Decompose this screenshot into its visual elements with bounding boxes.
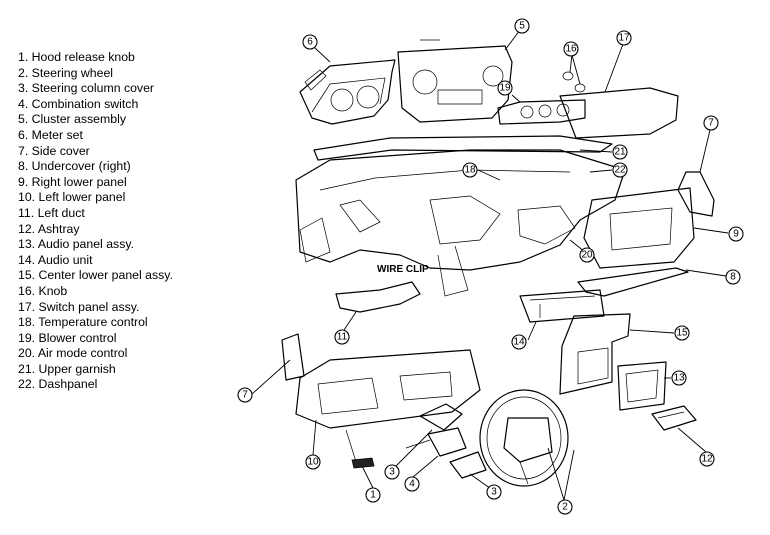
legend-item: 22. Dashpanel xyxy=(18,377,98,392)
svg-text:21: 21 xyxy=(614,147,626,158)
legend-item: 20. Air mode control xyxy=(18,346,128,361)
callout-3-lower: 3 xyxy=(486,484,502,500)
callout-7-left: 7 xyxy=(237,387,253,403)
svg-text:6: 6 xyxy=(307,37,313,48)
legend-item: 8. Undercover (right) xyxy=(18,159,131,174)
climate-control-panel xyxy=(497,99,586,125)
steering-column-cover-upper xyxy=(419,403,463,431)
side-cover-left xyxy=(281,333,305,381)
steering-wheel xyxy=(479,389,569,487)
upper-garnish xyxy=(313,135,613,161)
undercover-right xyxy=(577,267,689,297)
callout-11: 11 xyxy=(334,329,350,345)
parts-legend: 1. Hood release knob 2. Steering wheel 3… xyxy=(18,50,178,393)
svg-text:7: 7 xyxy=(242,390,248,401)
callout-21: 21 xyxy=(612,144,628,160)
svg-text:22: 22 xyxy=(614,165,626,176)
legend-item: 17. Switch panel assy. xyxy=(18,299,140,314)
svg-text:11: 11 xyxy=(337,332,348,343)
legend-item: 7. Side cover xyxy=(18,143,90,158)
switch-panel-assy xyxy=(559,71,679,139)
legend-item: 13. Audio panel assy. xyxy=(18,237,134,252)
audio-unit xyxy=(519,289,605,323)
legend-item: 11. Left duct xyxy=(18,205,85,220)
svg-text:5: 5 xyxy=(519,21,525,32)
callout-12: 12 xyxy=(699,451,715,467)
legend-item: 10. Left lower panel xyxy=(18,190,126,205)
legend-item: 12. Ashtray xyxy=(18,221,80,236)
callout-5: 5 xyxy=(514,18,530,34)
dashpanel xyxy=(295,149,626,297)
svg-text:13: 13 xyxy=(673,373,685,384)
legend-item: 1. Hood release knob xyxy=(18,50,135,64)
svg-text:2: 2 xyxy=(562,502,568,513)
callout-22: 22 xyxy=(612,162,628,178)
legend-item: 2. Steering wheel xyxy=(18,65,114,80)
svg-text:1: 1 xyxy=(370,490,376,501)
callout-8: 8 xyxy=(725,269,741,285)
svg-text:8: 8 xyxy=(730,272,736,283)
hood-release-knob xyxy=(345,429,375,469)
steering-column-cover-lower xyxy=(449,451,487,479)
callout-1: 1 xyxy=(365,487,381,503)
callout-15: 15 xyxy=(674,325,690,341)
callout-3-upper: 3 xyxy=(384,464,400,480)
svg-text:19: 19 xyxy=(499,83,511,94)
right-lower-panel xyxy=(583,187,695,269)
legend-item: 14. Audio unit xyxy=(18,252,93,267)
svg-text:10: 10 xyxy=(307,457,319,468)
combination-switch xyxy=(405,427,467,457)
svg-text:15: 15 xyxy=(676,328,688,339)
svg-text:7: 7 xyxy=(708,118,714,129)
legend-item: 6. Meter set xyxy=(18,127,83,142)
left-lower-panel xyxy=(295,349,481,429)
audio-panel-assy xyxy=(617,361,667,411)
left-duct xyxy=(335,281,421,313)
callout-18: 18 xyxy=(462,162,478,178)
svg-text:4: 4 xyxy=(409,479,415,490)
legend-item: 18. Temperature control xyxy=(18,315,148,330)
svg-text:3: 3 xyxy=(389,467,395,478)
callout-17: 17 xyxy=(616,30,632,46)
legend-item: 16. Knob xyxy=(18,283,68,298)
svg-text:14: 14 xyxy=(513,337,525,348)
svg-text:3: 3 xyxy=(491,487,497,498)
callout-10: 10 xyxy=(305,454,321,470)
callout-20: 20 xyxy=(579,247,595,263)
ashtray xyxy=(651,405,697,431)
svg-text:20: 20 xyxy=(581,250,593,261)
wire-clip-label: WIRE CLIP xyxy=(377,264,429,275)
side-cover-right xyxy=(677,171,715,217)
callout-6: 6 xyxy=(302,34,318,50)
svg-text:12: 12 xyxy=(701,454,713,465)
legend-item: 21. Upper garnish xyxy=(18,361,116,376)
callout-7-right: 7 xyxy=(703,115,719,131)
svg-text:16: 16 xyxy=(565,44,577,55)
callout-16: 16 xyxy=(563,41,579,57)
callout-14: 14 xyxy=(511,334,527,350)
legend-item: 3. Steering column cover xyxy=(18,81,155,96)
callout-19: 19 xyxy=(497,80,513,96)
svg-text:17: 17 xyxy=(618,33,630,44)
callout-2: 2 xyxy=(557,499,573,515)
legend-item: 9. Right lower panel xyxy=(18,174,127,189)
meter-set xyxy=(299,59,396,125)
center-lower-panel-assy xyxy=(559,313,631,395)
callout-4: 4 xyxy=(404,476,420,492)
legend-item: 15. Center lower panel assy. xyxy=(18,268,173,283)
cluster-assembly xyxy=(397,39,513,123)
callout-9: 9 xyxy=(728,226,744,242)
legend-item: 4. Combination switch xyxy=(18,96,139,111)
legend-item: 5. Cluster assembly xyxy=(18,112,126,127)
svg-text:18: 18 xyxy=(464,165,476,176)
legend-item: 19. Blower control xyxy=(18,330,117,345)
callout-13: 13 xyxy=(671,370,687,386)
svg-text:9: 9 xyxy=(733,229,739,240)
